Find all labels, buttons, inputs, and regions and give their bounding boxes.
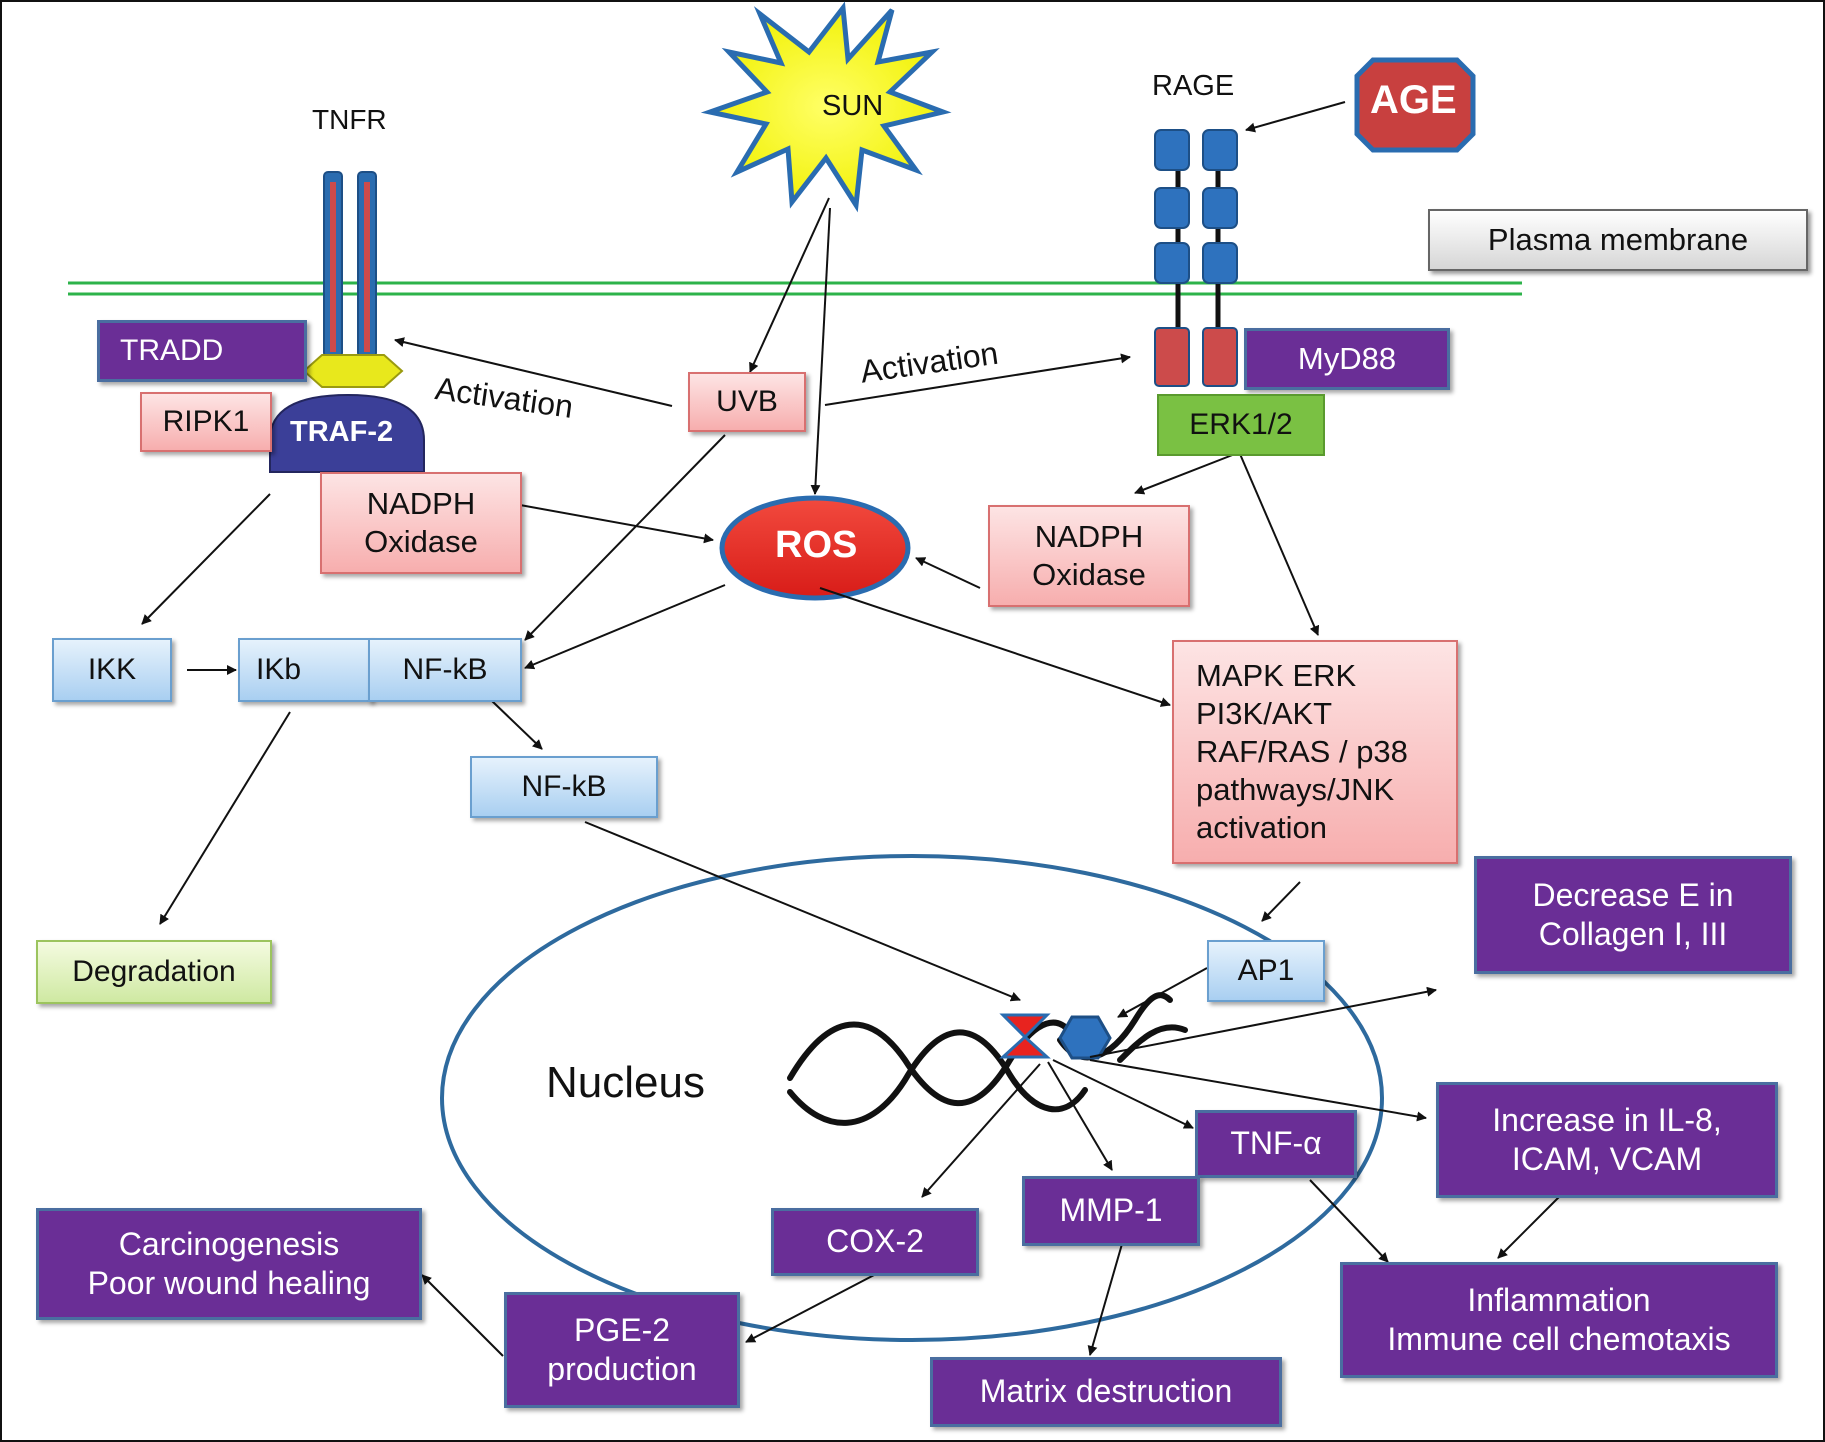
ikb-box: IKb xyxy=(238,638,372,702)
ripk1-box: RIPK1 xyxy=(140,392,272,452)
dna-helix xyxy=(787,992,1188,1126)
tradd-box: TRADD xyxy=(97,320,307,382)
increase-il8-box: Increase in IL-8, ICAM, VCAM xyxy=(1436,1082,1778,1198)
nfkb-complex-box: NF-kB xyxy=(368,638,522,702)
transcription-factor-hexagon xyxy=(1058,1015,1112,1060)
mapk-pathways-box: MAPK ERK PI3K/AKT RAF/RAS / p38 pathways… xyxy=(1172,640,1458,864)
traf2-label: TRAF-2 xyxy=(290,416,394,448)
degradation-box: Degradation xyxy=(36,940,272,1004)
ap1-box: AP1 xyxy=(1207,940,1325,1002)
age-octagon xyxy=(1354,57,1476,153)
mmp1-box: MMP-1 xyxy=(1022,1176,1200,1246)
nadph-oxidase-right-box: NADPH Oxidase xyxy=(988,505,1190,607)
ikk-box: IKK xyxy=(52,638,172,702)
sun-star xyxy=(700,1,952,213)
ros-ellipse xyxy=(719,495,911,601)
age-label: AGE xyxy=(1370,78,1457,122)
rage-receptor xyxy=(1154,129,1238,387)
uvb-box: UVB xyxy=(688,372,806,432)
ros-label: ROS xyxy=(775,524,858,566)
nadph-oxidase-left-box: NADPH Oxidase xyxy=(320,472,522,574)
pge2-production-box: PGE-2 production xyxy=(504,1292,740,1408)
inflammation-box: Inflammation Immune cell chemotaxis xyxy=(1340,1262,1778,1378)
transcription-factor-hourglass xyxy=(999,1013,1051,1059)
carcinogenesis-box: Carcinogenesis Poor wound healing xyxy=(36,1208,422,1320)
rage-label: RAGE xyxy=(1152,70,1235,102)
tnfr-label: TNFR xyxy=(312,104,387,135)
decrease-collagen-box: Decrease E in Collagen I, III xyxy=(1474,856,1792,974)
myd88-box: MyD88 xyxy=(1244,328,1450,390)
nucleus-outline xyxy=(440,854,1384,1342)
pathway-arrows xyxy=(141,101,1561,1357)
plasma-membrane-box: Plasma membrane xyxy=(1428,209,1808,271)
traf2-shape xyxy=(269,393,425,473)
sun-label: SUN xyxy=(822,90,884,122)
cox2-box: COX-2 xyxy=(771,1208,979,1276)
tnf-alpha-box: TNF-α xyxy=(1195,1110,1357,1178)
plasma-membrane-lines xyxy=(68,281,1522,296)
erk12-box: ERK1/2 xyxy=(1157,394,1325,456)
adaptor-hexagon xyxy=(302,354,404,388)
tnfr-receptor xyxy=(323,171,377,358)
matrix-destruction-box: Matrix destruction xyxy=(930,1357,1282,1427)
nucleus-label: Nucleus xyxy=(546,1058,705,1107)
nfkb-free-box: NF-kB xyxy=(470,756,658,818)
